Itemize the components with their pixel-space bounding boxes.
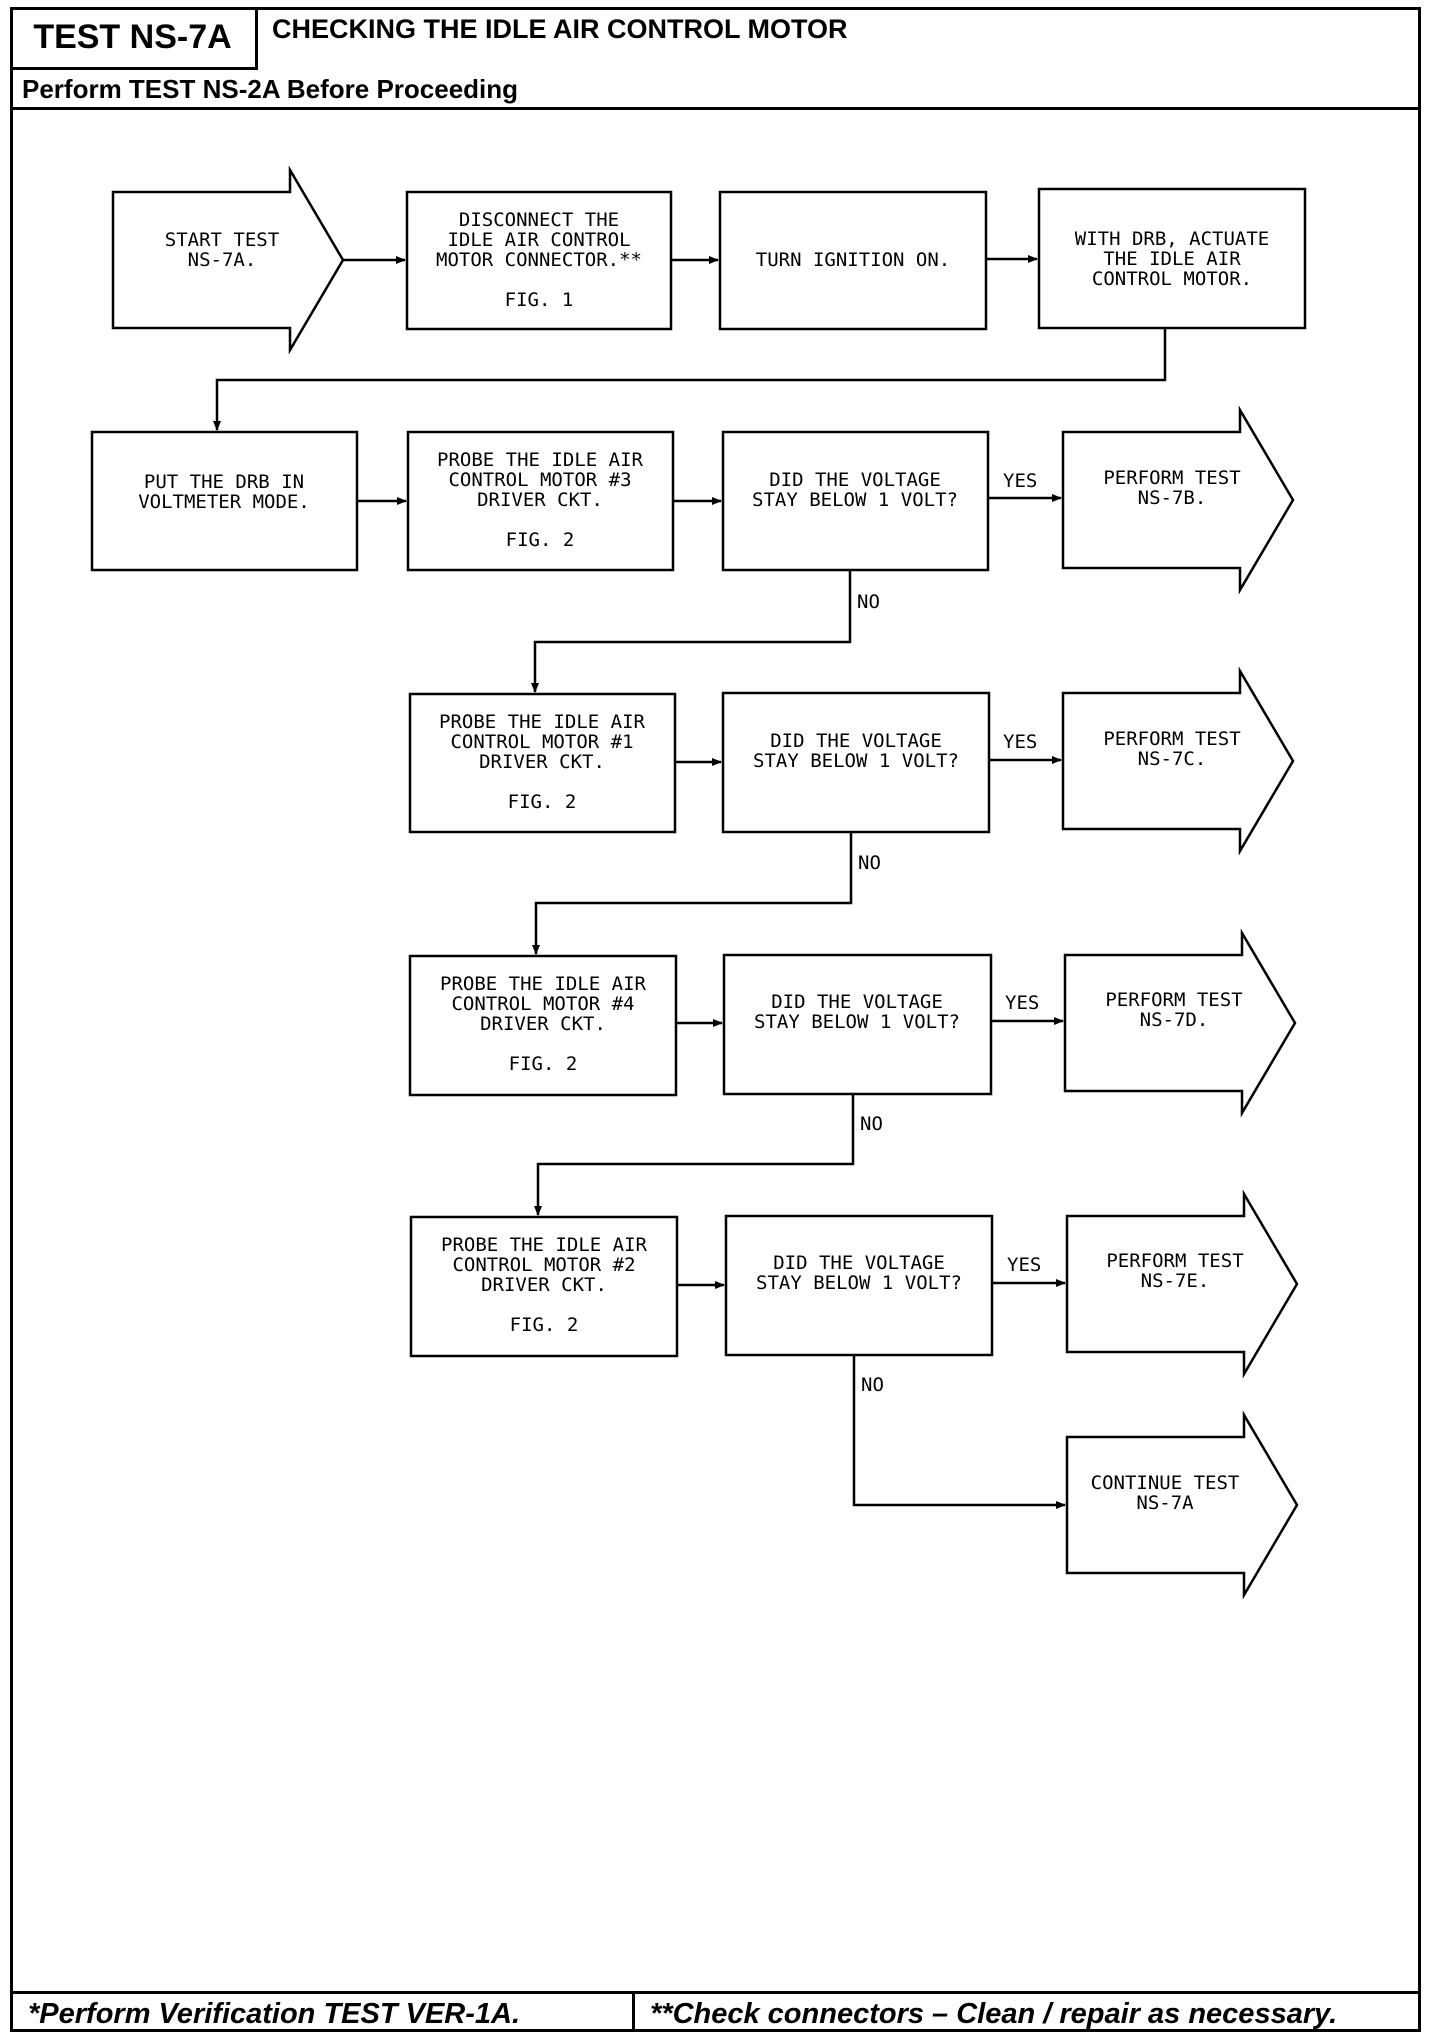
prerequisite-note: Perform TEST NS-2A Before Proceeding [22, 74, 519, 104]
probe2-box [409, 1215, 679, 1358]
yes-label: YES [1007, 1254, 1041, 1276]
footer-left-note: *Perform Verification TEST VER-1A. [28, 1998, 521, 2030]
no-label: NO [857, 591, 880, 613]
result-7d-node [1063, 928, 1297, 1118]
connector [852, 1355, 1066, 1509]
footer-rule [10, 1991, 1421, 1994]
footer-right-note: **Check connectors – Clean / repair as n… [650, 1998, 1338, 2030]
result-7e-node [1065, 1189, 1299, 1379]
decision-box-3 [722, 953, 993, 1096]
connector [534, 1094, 855, 1216]
actuate-box [1037, 187, 1307, 330]
start-node [111, 165, 345, 355]
result-7c-node [1061, 666, 1295, 856]
decision-box-1 [721, 430, 990, 572]
decision-box-2 [721, 691, 991, 834]
yes-label: YES [1003, 731, 1037, 753]
no-label: NO [860, 1113, 883, 1135]
continue-node [1065, 1410, 1299, 1600]
connector [532, 832, 853, 955]
yes-label: YES [1003, 470, 1037, 492]
header-rule [10, 107, 1421, 110]
ignition-box [718, 190, 988, 331]
connector [531, 570, 852, 693]
ignition-label: TURN IGNITION ON. [756, 249, 950, 271]
result-7b-node [1061, 405, 1295, 595]
decision-box-4 [724, 1214, 994, 1357]
test-id: TEST NS-7A [10, 7, 258, 70]
probe4-box [408, 954, 678, 1097]
no-label: NO [861, 1374, 884, 1396]
page-title: CHECKING THE IDLE AIR CONTROL MOTOR [272, 14, 848, 44]
no-label: NO [858, 852, 881, 874]
footer-divider [632, 1991, 635, 2032]
yes-label: YES [1005, 992, 1039, 1014]
connector [213, 328, 1167, 431]
page-frame [10, 7, 1421, 2032]
